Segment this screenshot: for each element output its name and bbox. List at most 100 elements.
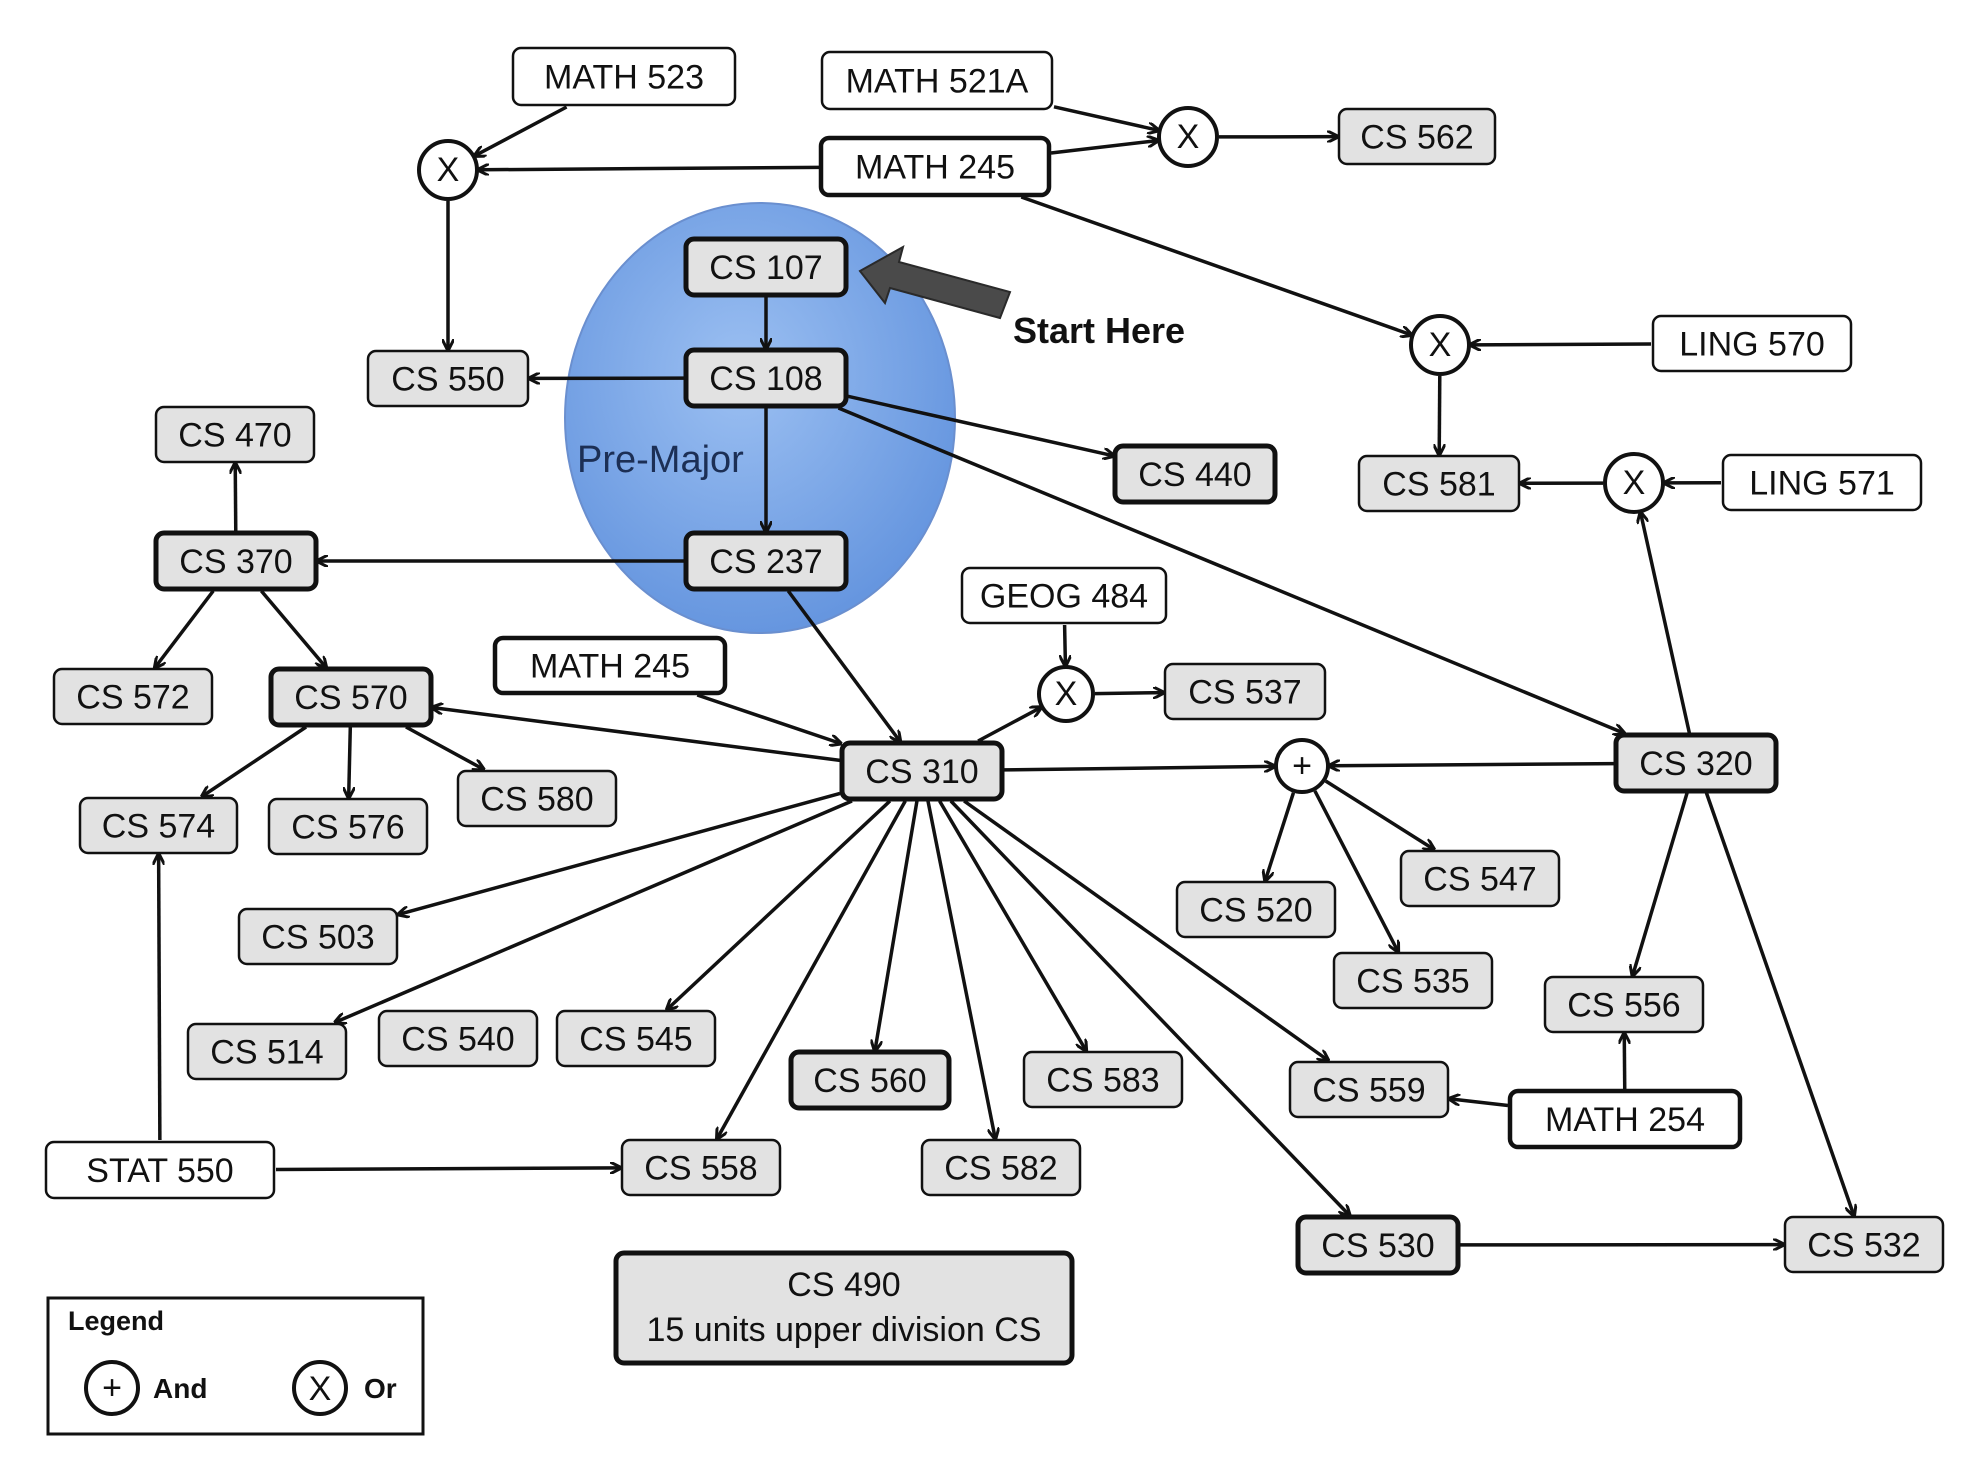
course-node-cs560: CS 560 — [788, 1049, 952, 1111]
course-label: CS 530 — [1321, 1227, 1434, 1265]
course-box — [1507, 1088, 1743, 1150]
gate-circle — [417, 139, 479, 201]
course-label: LING 571 — [1749, 465, 1895, 503]
course-node-math521a: MATH 521A — [820, 50, 1054, 111]
course-box — [377, 1009, 539, 1068]
edge-cs320-to-cs556 — [1633, 792, 1689, 975]
gate-symbol: X — [1429, 326, 1452, 364]
gate-circle — [1274, 738, 1330, 794]
course-box — [788, 1049, 952, 1111]
course-label: CS 532 — [1807, 1227, 1920, 1265]
course-box — [683, 347, 849, 409]
course-box — [366, 349, 530, 408]
course-label: CS 535 — [1356, 963, 1469, 1001]
edge-cs370-to-cs572 — [155, 589, 215, 667]
premajor-label: Pre-Major — [577, 439, 744, 481]
gate-circle — [1037, 665, 1095, 723]
or-gate-icon: X — [1603, 452, 1665, 514]
course-box — [1357, 454, 1521, 513]
course-label: CS 556 — [1567, 987, 1680, 1025]
course-node-cs320: CS 320 — [1613, 732, 1779, 794]
course-label: CS 520 — [1199, 892, 1312, 930]
course-label: CS 562 — [1360, 119, 1473, 157]
course-node-cs540: CS 540 — [377, 1009, 539, 1068]
course-box — [492, 635, 728, 696]
course-box — [1613, 732, 1779, 794]
edge-math245b-to-cs310 — [696, 693, 840, 743]
edge-stat550-to-cs574 — [159, 855, 160, 1141]
course-label: CS 581 — [1382, 466, 1495, 504]
legend-title: Legend — [68, 1306, 164, 1336]
course-label: CS 582 — [944, 1150, 1057, 1188]
course-label: CS 107 — [709, 249, 822, 287]
course-node-math523: MATH 523 — [511, 46, 737, 107]
edge-g_and-to-cs520 — [1265, 792, 1296, 880]
edge-cs310-to-cs560 — [875, 800, 919, 1050]
edge-math521a-to-g_or_562 — [1053, 105, 1158, 130]
course-node-cs537: CS 537 — [1163, 662, 1327, 721]
course-label: MATH 521A — [846, 63, 1029, 101]
course-box — [820, 50, 1054, 111]
course-node-cs582: CS 582 — [920, 1138, 1082, 1197]
edge-cs310-to-cs545 — [668, 799, 892, 1009]
course-box — [1543, 975, 1705, 1034]
course-node-cs514: CS 514 — [186, 1022, 348, 1081]
course-box — [153, 530, 319, 592]
edge-g_or_ling570-to-cs581 — [1439, 375, 1440, 454]
course-node-cs545: CS 545 — [555, 1009, 717, 1068]
course-label: CS 560 — [813, 1062, 926, 1100]
course-box — [1721, 453, 1923, 512]
course-label: CS 470 — [178, 417, 291, 455]
course-box — [920, 1138, 1082, 1197]
course-box — [1337, 107, 1497, 166]
edge-geog484-to-g_or_geog — [1065, 624, 1066, 665]
course-label: CS 547 — [1423, 861, 1536, 899]
course-label: MATH 245 — [530, 648, 690, 686]
course-node-cs547: CS 547 — [1399, 849, 1561, 908]
edge-cs237-to-cs310 — [786, 589, 899, 741]
edge-math245a-to-g_or_562 — [1050, 141, 1157, 155]
course-node-cs237: CS 237 — [683, 530, 849, 592]
course-box — [683, 236, 849, 298]
edge-cs320-to-cs532 — [1704, 792, 1853, 1215]
edge-cs570-to-cs580 — [405, 725, 483, 769]
edge-cs310-to-g_or_geog — [977, 708, 1040, 743]
course-node-cs108: CS 108 — [683, 347, 849, 409]
course-node-cs370: CS 370 — [153, 530, 319, 592]
course-node-math245a: MATH 245 — [818, 135, 1052, 198]
legend-or-symbol: X — [309, 1370, 332, 1408]
premajor-zone — [564, 202, 956, 634]
course-label: GEOG 484 — [980, 578, 1148, 616]
course-label: CS 370 — [179, 543, 292, 581]
course-box — [839, 740, 1005, 802]
course-node-cs470: CS 470 — [154, 405, 316, 464]
course-label: LING 570 — [1679, 326, 1825, 364]
course-node-math254: MATH 254 — [1507, 1088, 1743, 1150]
course-box — [1022, 1050, 1184, 1109]
course-box — [620, 1138, 782, 1197]
edge-cs108-to-cs320 — [837, 406, 1623, 733]
course-box — [555, 1009, 717, 1068]
course-label: CS 440 — [1138, 456, 1251, 494]
edge-math523-to-g_or_math — [475, 105, 568, 155]
start-here-label: Start Here — [1013, 310, 1185, 351]
course-node-cs535: CS 535 — [1332, 951, 1494, 1010]
edge-math245a-to-g_or_ling570 — [1020, 195, 1410, 335]
course-node-ling570: LING 570 — [1651, 314, 1853, 373]
course-box — [1399, 849, 1561, 908]
edge-cs310-to-cs570 — [433, 708, 841, 763]
course-node-cs440: CS 440 — [1112, 443, 1278, 505]
course-node-cs576: CS 576 — [267, 797, 429, 856]
gate-circle — [1409, 314, 1471, 376]
edge-cs108-to-cs440 — [847, 394, 1113, 455]
edge-cs370-to-cs570 — [260, 589, 325, 667]
course-node-cs574: CS 574 — [78, 796, 239, 855]
course-node-math245b: MATH 245 — [492, 635, 728, 696]
course-box — [1288, 1060, 1450, 1119]
course-box — [1175, 880, 1337, 939]
course-label: CS 574 — [102, 808, 215, 846]
edge-cs370-to-cs470 — [235, 464, 236, 532]
gate-symbol: + — [1292, 747, 1312, 785]
